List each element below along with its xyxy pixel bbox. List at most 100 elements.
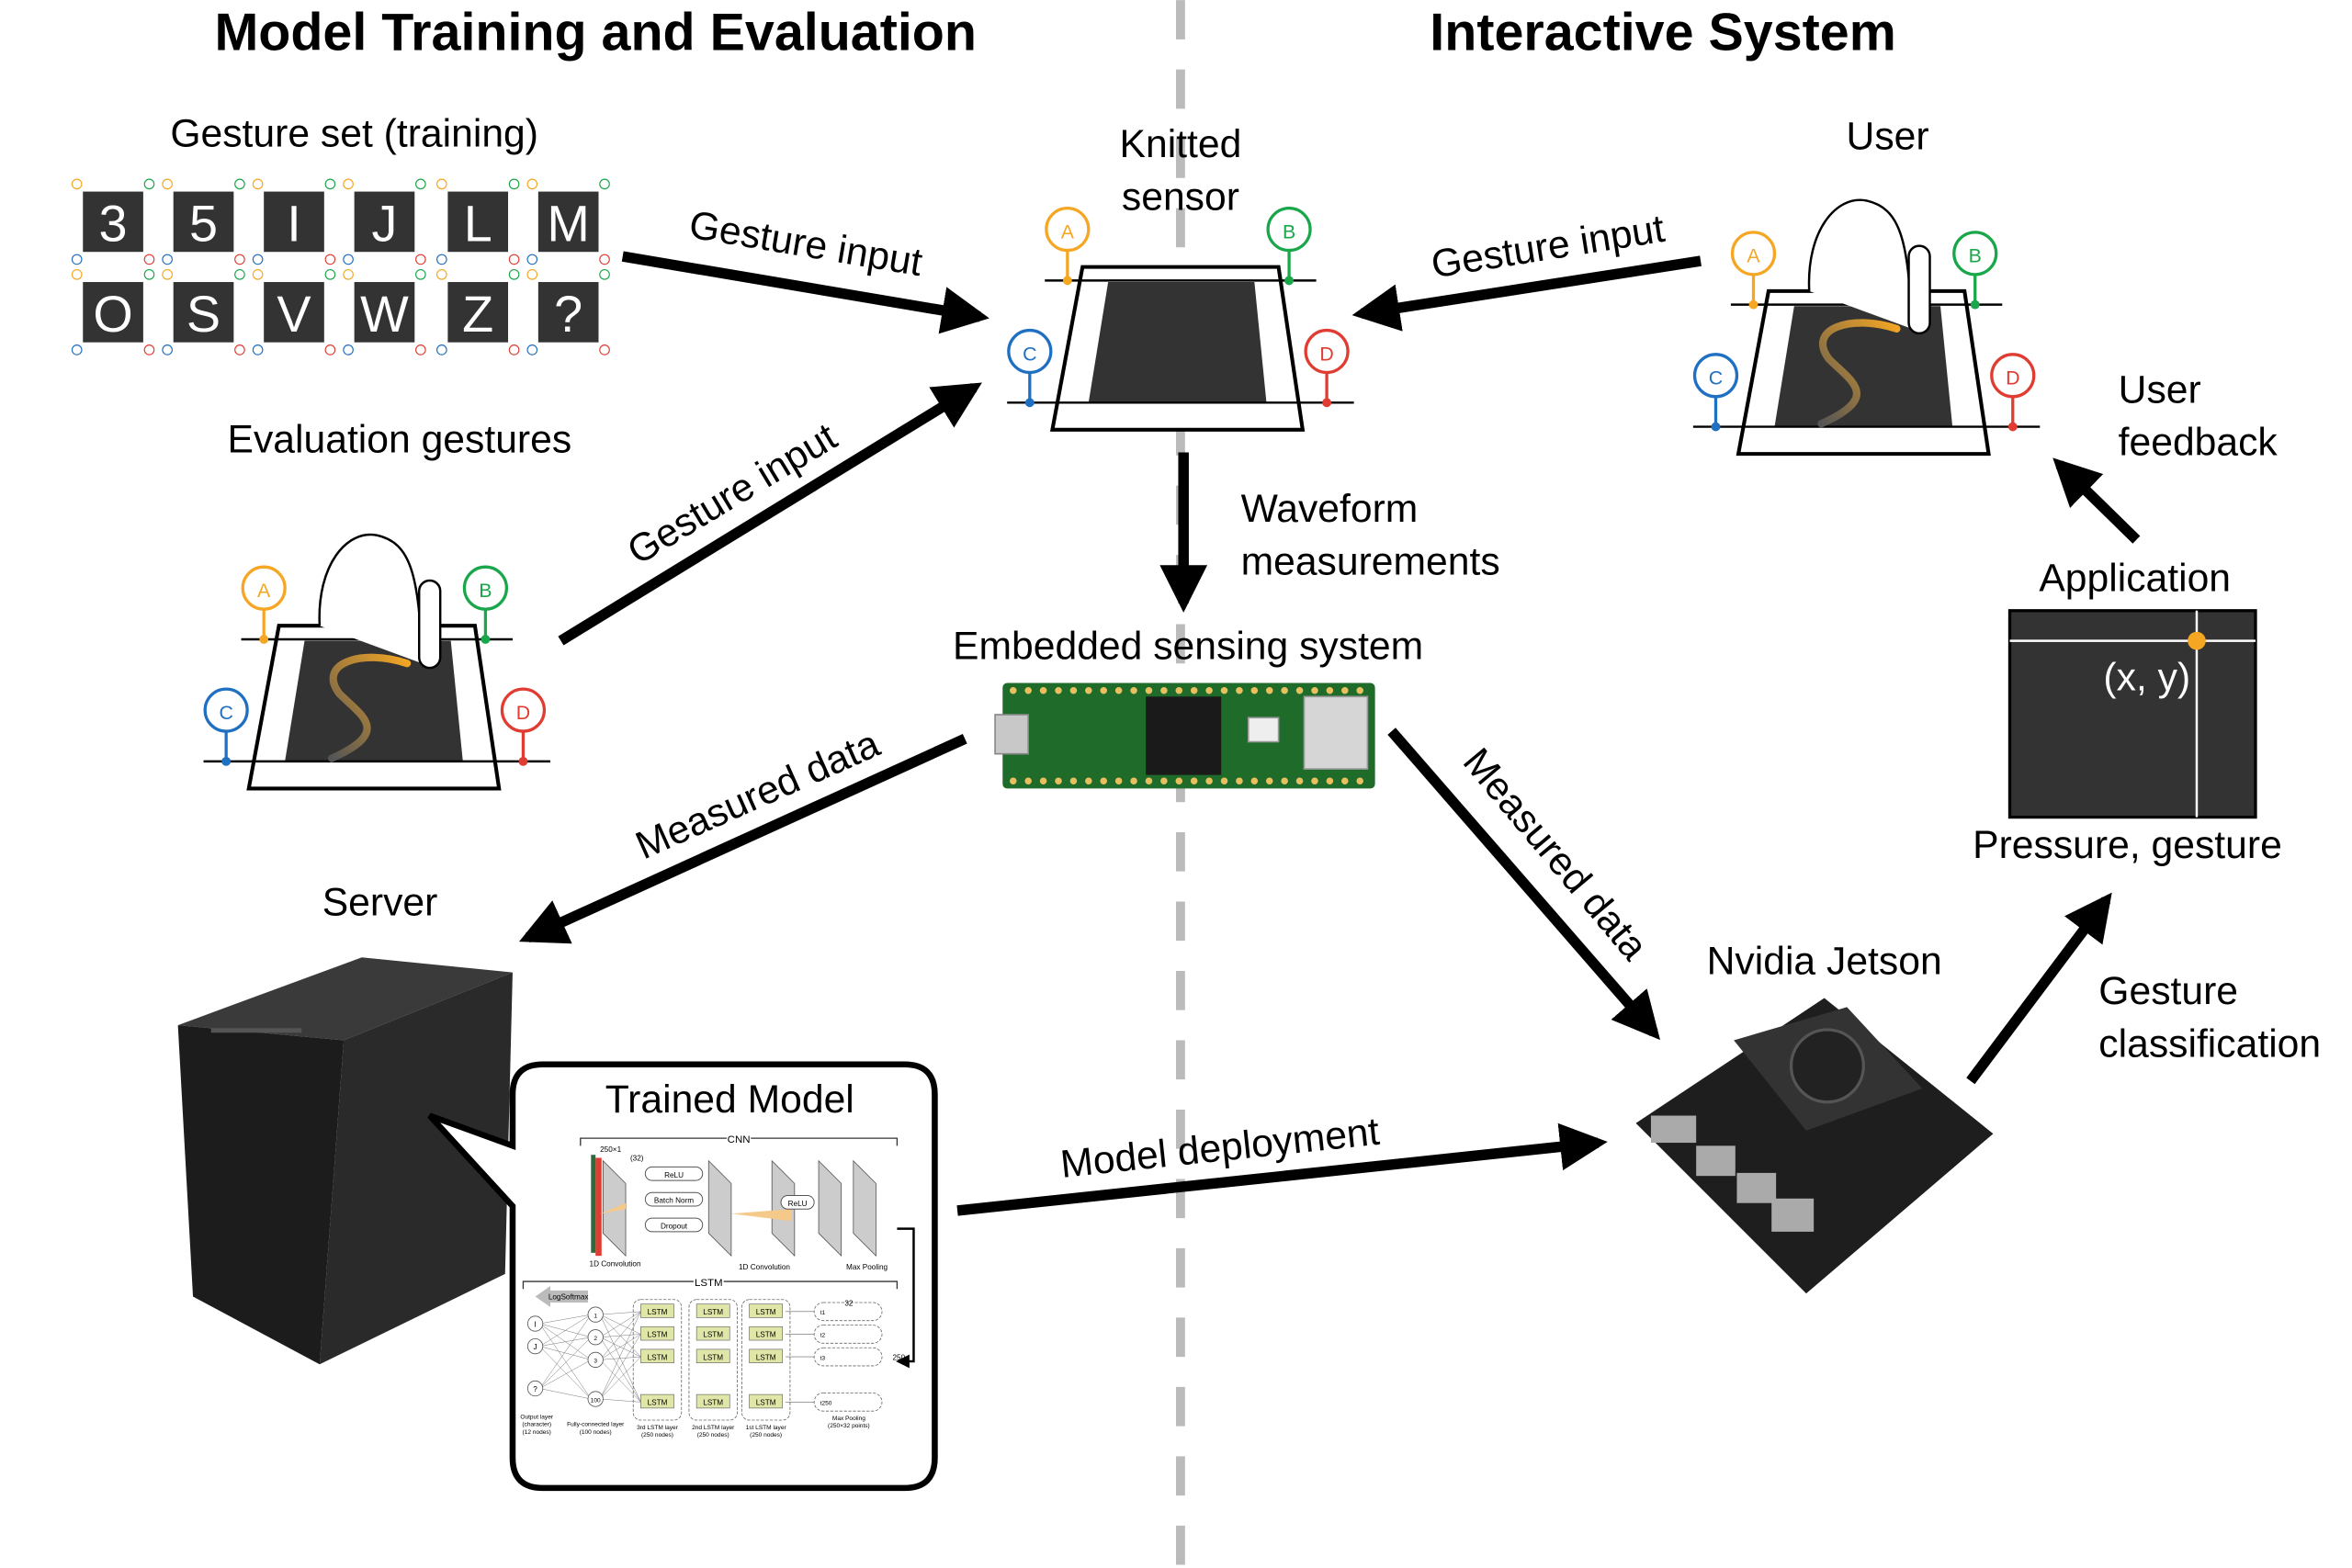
pin-label: A xyxy=(257,580,271,602)
arrows xyxy=(518,251,2141,1216)
pin-hole xyxy=(1326,777,1334,784)
pin-label: C xyxy=(1709,367,1723,389)
pin-dot xyxy=(518,756,528,766)
hand-icon xyxy=(1807,198,1914,329)
pin-a-icon xyxy=(252,178,264,190)
pin-hole xyxy=(1295,777,1304,784)
pin-hole xyxy=(1009,686,1017,694)
pin-hole xyxy=(1024,686,1032,694)
lstm-cell-label: LSTM xyxy=(648,1308,668,1316)
finger-icon xyxy=(417,579,442,670)
arrow-user-feedback xyxy=(2052,457,2141,544)
pin-hole xyxy=(1236,686,1243,694)
output-layer-label: (12 nodes) xyxy=(523,1429,551,1436)
lstm-cell xyxy=(695,1303,730,1318)
pin-c-icon xyxy=(343,344,354,355)
trained-model-callout: Trained Model xyxy=(427,1061,938,1492)
application-screen: (x, y) xyxy=(2007,609,2257,819)
pin-c-icon xyxy=(71,254,83,265)
output-node-label: I xyxy=(534,1320,536,1328)
pin-b-icon xyxy=(1952,231,1998,276)
waveform-label-2: measurements xyxy=(1241,539,1500,583)
microcontroller-chip xyxy=(1146,696,1222,775)
lstm-cell-label: LSTM xyxy=(648,1399,668,1407)
tile-background xyxy=(173,191,234,253)
gesture-glyph: J xyxy=(372,195,398,253)
pin-hole xyxy=(1145,777,1153,784)
pin-a-icon xyxy=(343,178,354,190)
connection xyxy=(539,1388,592,1400)
user-feedback-label-1: User xyxy=(2119,367,2201,412)
gesture-glyph: M xyxy=(547,195,589,253)
user-feedback-label-2: feedback xyxy=(2119,421,2278,465)
fc-layer-label: (100 nodes) xyxy=(580,1429,612,1436)
connection xyxy=(539,1337,592,1347)
pin-label: A xyxy=(1061,220,1075,243)
pin-hole xyxy=(1114,777,1123,784)
pin-a-icon xyxy=(162,269,173,280)
pin-hole xyxy=(1311,686,1318,694)
pin-label: C xyxy=(219,702,232,724)
evaluation-gestures-label: Evaluation gestures xyxy=(228,417,572,461)
relu-1: ReLU xyxy=(664,1171,684,1179)
pin-hole xyxy=(1069,686,1078,694)
output-layer-label: Output layer xyxy=(520,1414,553,1420)
pin-hole xyxy=(1130,686,1137,694)
lstm-layer-label: 1st LSTM layer xyxy=(746,1425,787,1431)
knitted-sensor-label-2: sensor xyxy=(1122,175,1239,219)
gesture-input-label-2: Gesture input xyxy=(620,414,844,573)
pin-hole xyxy=(1190,686,1198,694)
gesture-glyph: V xyxy=(277,285,311,343)
fc-node xyxy=(587,1306,604,1323)
pin-c-icon xyxy=(435,254,447,265)
pin-hole xyxy=(1326,686,1334,694)
pin-a-icon xyxy=(252,269,264,280)
gesture-glyph: O xyxy=(93,285,132,343)
pin-c-icon xyxy=(1007,328,1053,375)
pin-hole xyxy=(1190,777,1198,784)
pin-b-icon xyxy=(143,269,155,280)
s-gesture-trace xyxy=(1817,319,1901,428)
lstm-cell xyxy=(749,1393,784,1409)
connection xyxy=(599,1311,641,1337)
relu-2: ReLU xyxy=(788,1200,808,1208)
pin-hole xyxy=(1175,777,1183,784)
gesture-tile: ? xyxy=(526,269,610,355)
pin-b-icon xyxy=(324,269,336,280)
sd-card-slot xyxy=(1303,695,1369,770)
gesture-tile: M xyxy=(526,178,610,265)
pin-hole xyxy=(1265,777,1273,784)
pin-hole xyxy=(1039,686,1047,694)
lstm-cell xyxy=(749,1325,784,1341)
gesture-tile: W xyxy=(343,269,426,355)
fc-node-label: 2 xyxy=(594,1336,597,1342)
pin-a-icon xyxy=(162,178,173,190)
fc-node xyxy=(587,1329,604,1346)
time-step-label: t250 xyxy=(820,1401,832,1407)
cnn-label: CNN xyxy=(728,1134,751,1145)
connection xyxy=(599,1337,641,1403)
pin-dot xyxy=(221,756,232,766)
pin-hole xyxy=(1341,686,1349,694)
pool-width-label: 32 xyxy=(844,1299,854,1307)
connection xyxy=(539,1323,592,1400)
pin-b-icon xyxy=(599,269,610,280)
pin-b-icon xyxy=(234,178,245,190)
lstm-label: LSTM xyxy=(695,1278,723,1289)
pin-c-icon xyxy=(526,344,538,355)
connection xyxy=(600,1356,641,1360)
pin-b-icon xyxy=(508,178,520,190)
gesture-glyph: 5 xyxy=(189,195,218,253)
batch-norm: Batch Norm xyxy=(654,1197,694,1205)
fc-node xyxy=(587,1391,604,1407)
pin-hole xyxy=(1085,777,1092,784)
lstm-cell-label: LSTM xyxy=(756,1331,776,1339)
pin-d-icon xyxy=(508,254,520,265)
connection xyxy=(539,1314,592,1325)
tile-background xyxy=(354,282,415,343)
pin-b-icon xyxy=(508,269,520,280)
pin-d-icon xyxy=(1304,328,1350,375)
pin-dot xyxy=(1322,398,1332,408)
pin-hole xyxy=(1055,686,1062,694)
